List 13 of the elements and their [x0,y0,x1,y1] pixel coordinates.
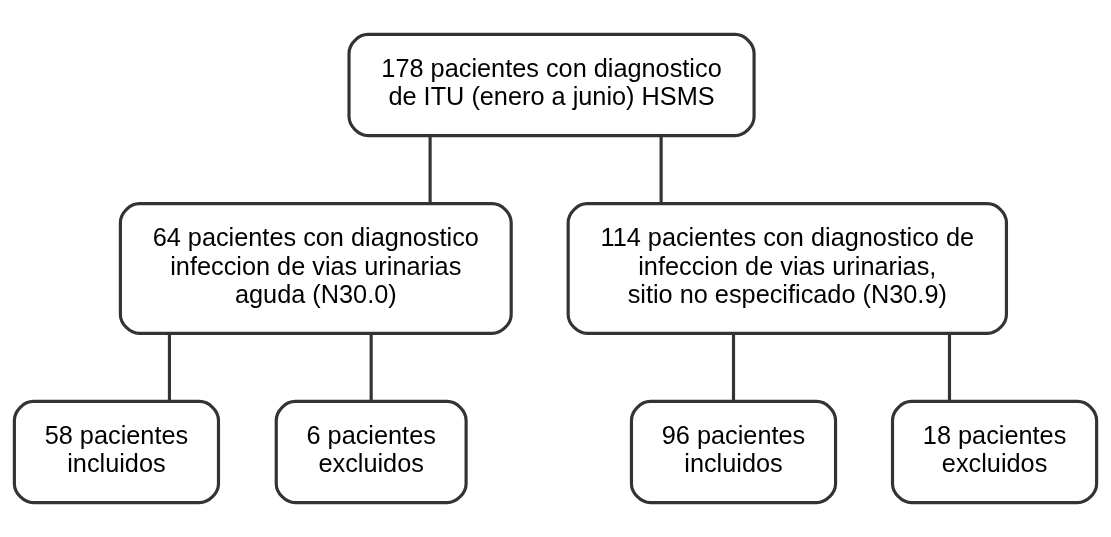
connector [947,333,952,401]
connector [167,333,171,401]
connector [731,333,736,401]
connector [659,135,663,204]
node-box: 96 pacientes incluidos [629,399,838,505]
node-box: 114 pacientes con diagnostico de infeccion de vias urinarias, sitio no especificado (N30.9) [566,202,1009,335]
node-box: 64 pacientes con diagnostico infeccion de vias urinarias aguda (N30.0) [118,202,513,335]
connector [369,333,373,401]
connector [428,135,432,204]
node-box: 18 pacientes excluidos [890,399,1099,505]
node-box: 178 pacientes con diagnostico de ITU (enero a junio) HSMS [347,32,756,138]
node-box: 58 pacientes incluidos [12,399,221,505]
node-box: 6 pacientes excluidos [274,399,468,505]
